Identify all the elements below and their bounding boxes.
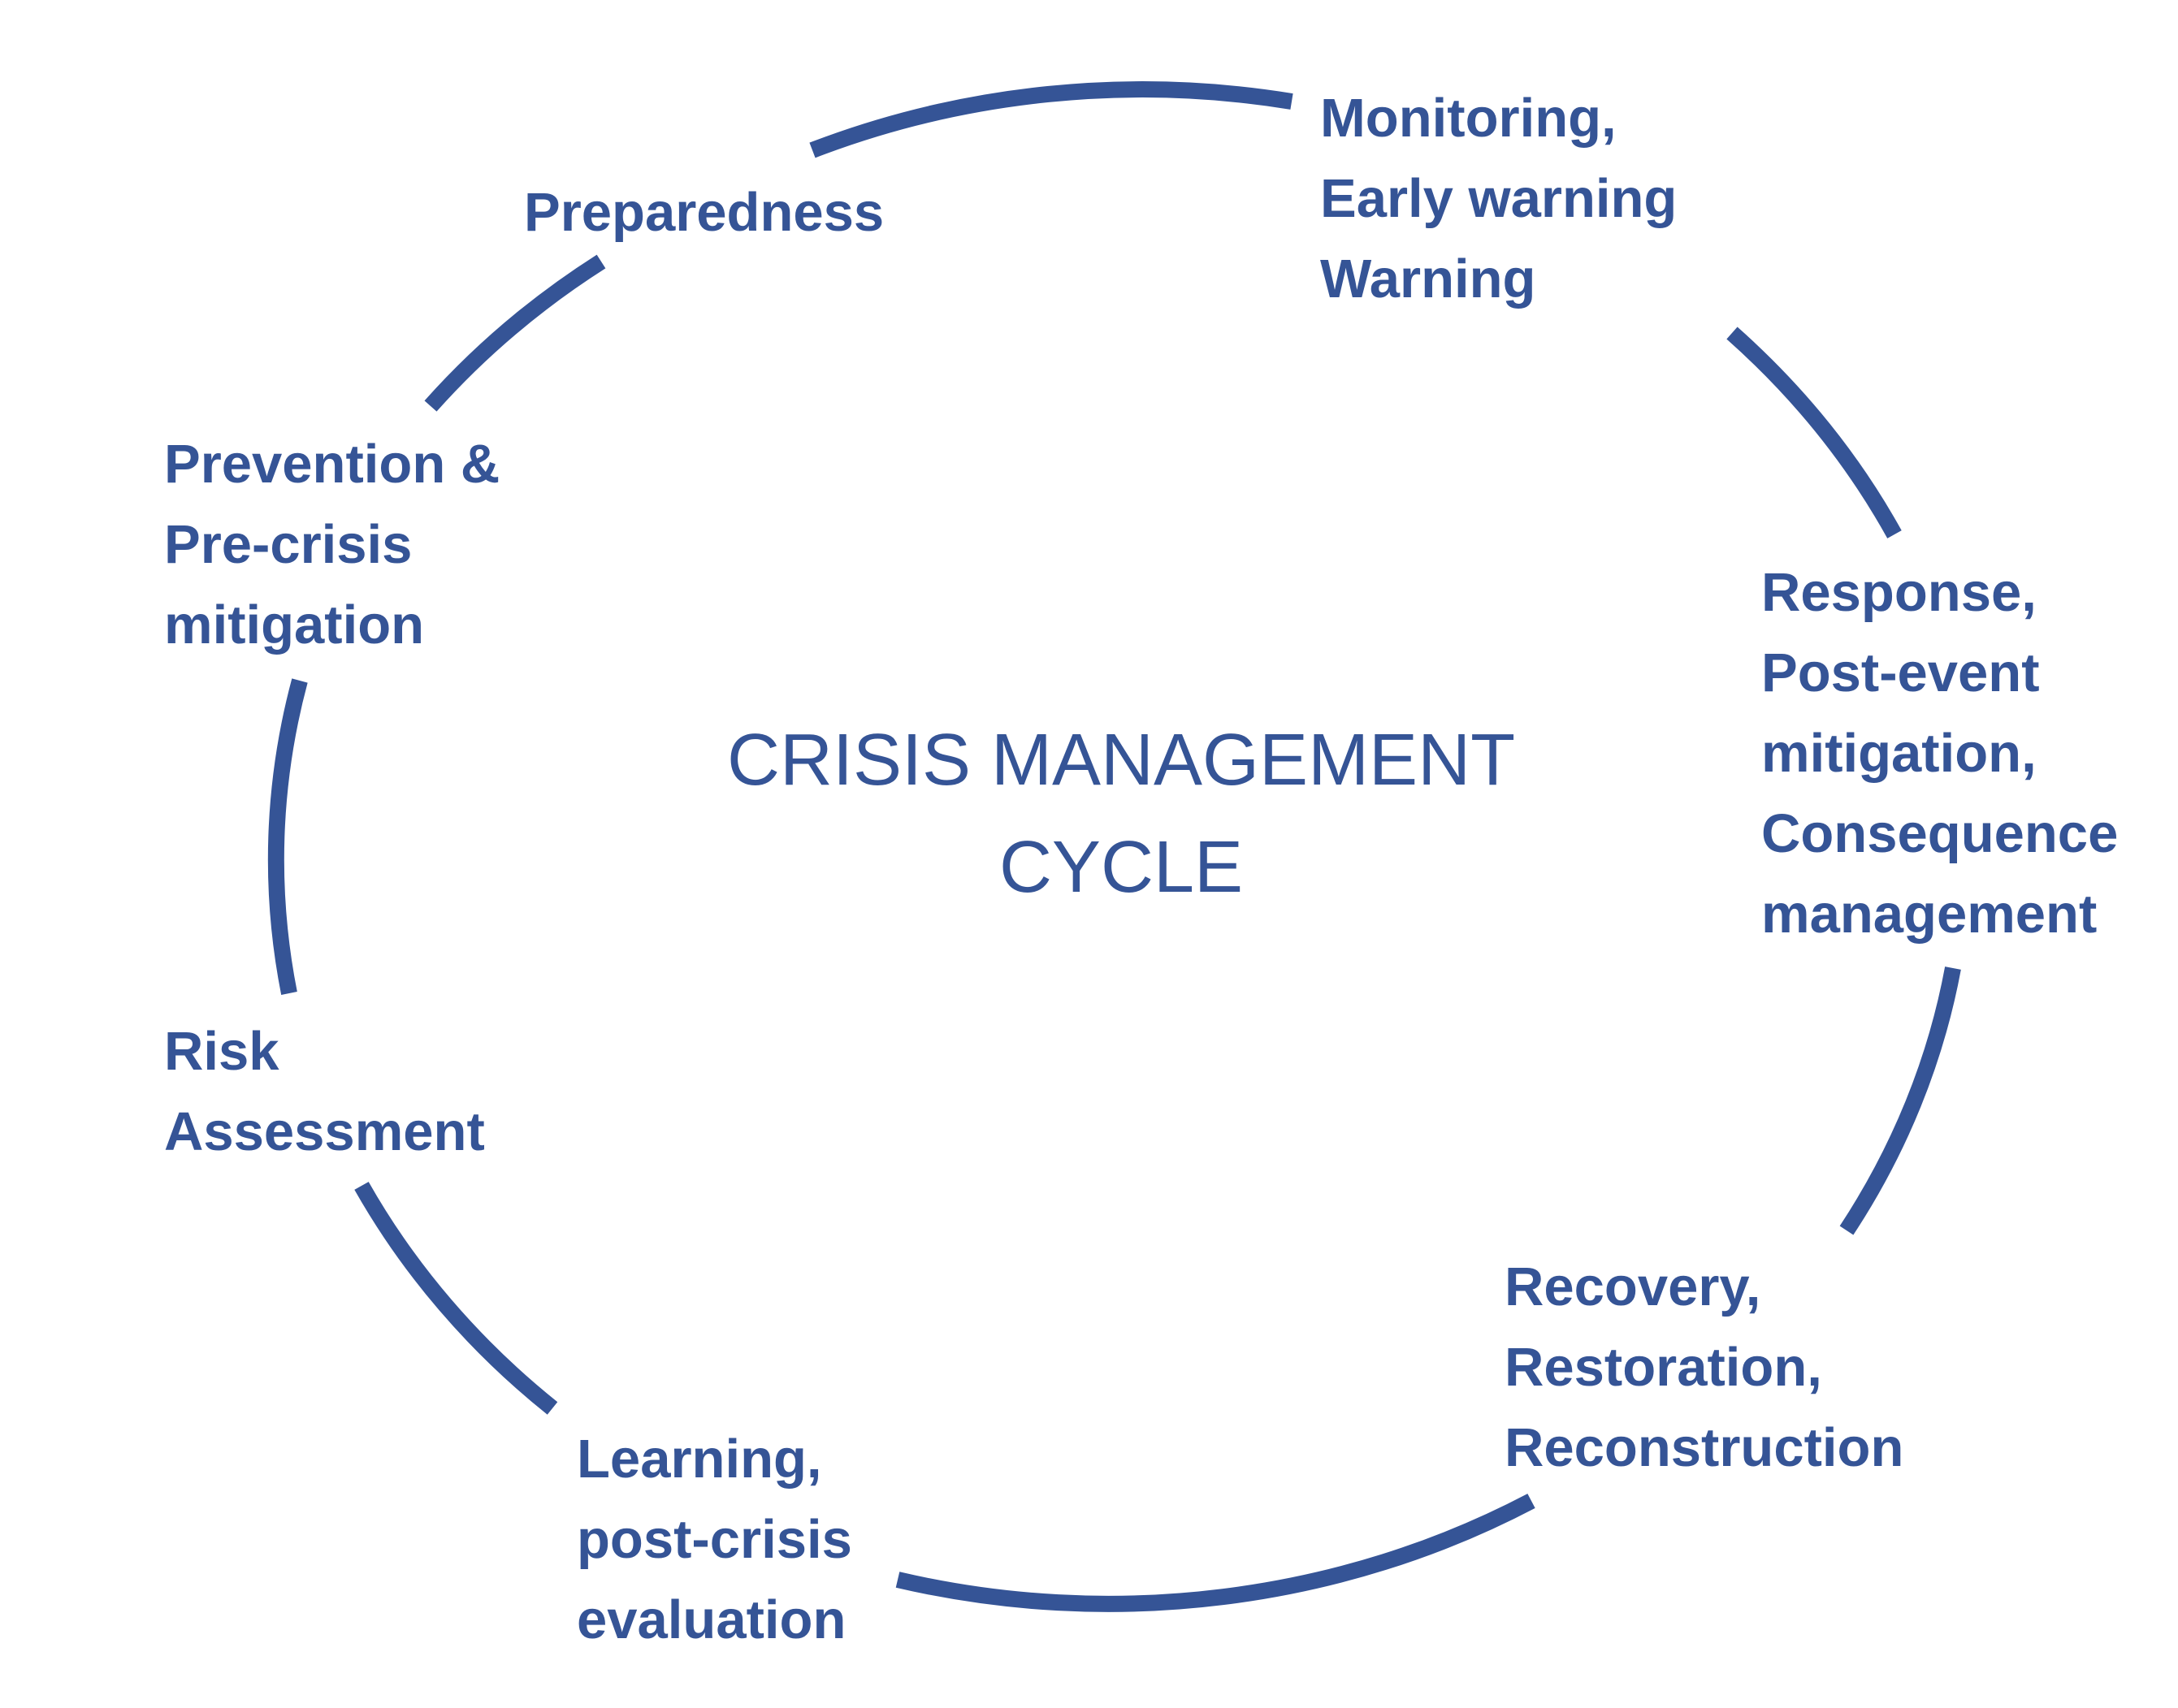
stage-preparedness-line-1: Preparedness <box>524 182 885 243</box>
stage-learning-label: Learning, post-crisis evaluation <box>577 1419 852 1660</box>
cycle-arc-bottom-left <box>354 1182 558 1415</box>
cycle-arc-bottom <box>895 1494 1535 1612</box>
stage-learning-line-1: Learning, <box>577 1429 822 1490</box>
stage-risk-assessment-line-2: Assessment <box>164 1101 485 1162</box>
cycle-arc-left <box>267 678 308 995</box>
stage-monitoring-line-1: Monitoring, <box>1320 88 1617 149</box>
stage-recovery-line-3: Reconstruction <box>1505 1417 1904 1478</box>
stage-response-line-4: Consequence <box>1761 803 2119 864</box>
stage-preparedness-label: Preparedness <box>524 172 884 253</box>
diagram-title: CRISIS MANAGEMENT CYCLE <box>634 707 1609 921</box>
stage-recovery-line-2: Restoration, <box>1505 1337 1822 1398</box>
stage-prevention-line-2: Pre-crisis <box>164 514 413 575</box>
cycle-arc-right <box>1839 966 1961 1235</box>
stage-recovery-line-1: Recovery, <box>1505 1256 1761 1317</box>
stage-response-line-3: mitigation, <box>1761 723 2037 784</box>
stage-monitoring-line-2: Early warning <box>1320 168 1678 229</box>
stage-prevention-label: Prevention & Pre-crisis mitigation <box>164 424 500 665</box>
stage-monitoring-label: Monitoring, Early warning Warning <box>1320 78 1677 319</box>
stage-response-line-5: management <box>1761 884 2098 945</box>
stage-learning-line-2: post-crisis <box>577 1509 852 1570</box>
stage-monitoring-line-3: Warning <box>1320 249 1536 309</box>
stage-response-label: Response, Post-event mitigation, Consequ… <box>1761 552 2118 954</box>
stage-recovery-label: Recovery, Restoration, Reconstruction <box>1505 1247 1903 1488</box>
diagram-title-line-1: CRISIS MANAGEMENT <box>726 720 1516 801</box>
stage-response-line-1: Response, <box>1761 562 2037 623</box>
stage-risk-assessment-line-1: Risk <box>164 1021 279 1082</box>
stage-risk-assessment-label: Risk Assessment <box>164 1011 485 1172</box>
cycle-arc-top <box>809 81 1293 158</box>
stage-learning-line-3: evaluation <box>577 1589 847 1650</box>
diagram-title-line-2: CYCLE <box>998 827 1244 908</box>
cycle-arc-top-left <box>424 254 606 412</box>
stage-prevention-line-1: Prevention & <box>164 434 500 495</box>
cycle-arc-top-right <box>1726 326 1902 538</box>
stage-response-line-2: Post-event <box>1761 642 2040 703</box>
stage-prevention-line-3: mitigation <box>164 595 425 655</box>
